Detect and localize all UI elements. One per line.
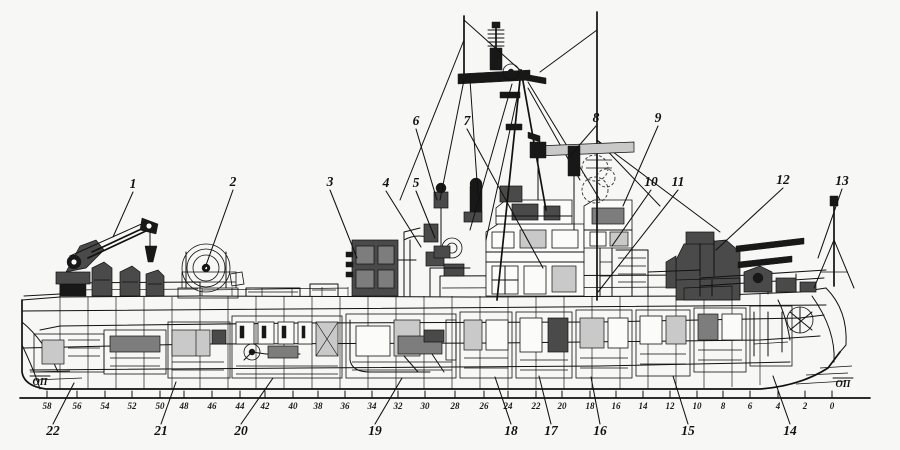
frame-number: 42	[260, 401, 271, 411]
callout-leader-11	[597, 189, 679, 293]
waterline-label-bow: ОП	[836, 379, 852, 390]
callout-leader-16	[590, 376, 601, 425]
callout-number-1: 1	[130, 176, 137, 191]
frame-number: 38	[313, 401, 324, 411]
callout-number-12: 12	[776, 172, 790, 187]
callout-number-7: 7	[464, 113, 472, 128]
bridge-superstructure	[433, 177, 649, 297]
deck-machinery-unit	[345, 239, 417, 297]
stern-crane	[55, 217, 165, 297]
callout-number-22: 22	[45, 423, 60, 438]
callout-number-17: 17	[544, 423, 559, 438]
callouts-bottom: 22 21 20 19 18 17 16 15 14	[45, 375, 797, 438]
callout-leader-12	[715, 187, 784, 251]
callout-leader-9	[622, 125, 659, 207]
frame-number: 46	[207, 401, 218, 411]
frame-number: 8	[721, 401, 726, 411]
callout-number-18: 18	[504, 423, 518, 438]
frame-number: 28	[450, 401, 461, 411]
callout-number-20: 20	[233, 423, 248, 438]
internal-machinery	[33, 305, 793, 379]
frame-number: 48	[179, 401, 190, 411]
frame-number: 20	[557, 401, 568, 411]
callout-leader-3	[329, 189, 358, 259]
frame-number: 52	[128, 401, 138, 411]
callout-number-3: 3	[326, 174, 334, 189]
callout-leader-21	[160, 381, 177, 425]
frame-number: 18	[586, 401, 596, 411]
frame-number: 16	[612, 401, 622, 411]
mast-and-rigging	[399, 11, 721, 301]
frame-number: 22	[531, 401, 542, 411]
callout-number-6: 6	[413, 113, 420, 128]
cargo-boom	[529, 141, 635, 231]
frame-number: 0	[830, 401, 835, 411]
callout-leader-5	[415, 190, 436, 239]
frame-number: 56	[73, 401, 83, 411]
frame-number: 10	[693, 401, 703, 411]
callout-number-14: 14	[783, 423, 797, 438]
callout-number-9: 9	[655, 110, 662, 125]
gun-mount-twin	[665, 231, 805, 301]
callout-leader-4	[385, 190, 422, 248]
callout-number-8: 8	[593, 110, 600, 125]
frame-number: 14	[639, 401, 649, 411]
waterline-op-labels: ОП ОП	[29, 375, 854, 390]
frame-number: 40	[288, 401, 299, 411]
callout-leader-19	[374, 377, 403, 425]
frame-number: 6	[748, 401, 753, 411]
callout-leader-1	[112, 191, 134, 238]
callout-number-5: 5	[413, 175, 420, 190]
callout-leader-10	[611, 189, 652, 247]
callout-leader-20	[240, 377, 274, 425]
callout-leader-18	[494, 376, 512, 425]
callout-number-4: 4	[382, 175, 390, 190]
handrails	[23, 269, 701, 297]
frame-scale-axis	[19, 390, 871, 399]
bow-deck-gear	[699, 195, 855, 341]
frame-number: 24	[503, 401, 514, 411]
callout-number-13: 13	[835, 173, 849, 188]
callout-number-10: 10	[644, 174, 658, 189]
callout-number-19: 19	[368, 423, 382, 438]
frame-number: 54	[101, 401, 111, 411]
callout-number-15: 15	[681, 423, 695, 438]
frame-number: 26	[479, 401, 490, 411]
frame-number: 2	[802, 401, 808, 411]
frame-number: 34	[367, 401, 378, 411]
frame-number: 4	[775, 401, 781, 411]
frame-number: 36	[340, 401, 351, 411]
callout-leader-17	[538, 375, 552, 425]
callout-leader-13	[817, 188, 843, 259]
frame-number: 30	[420, 401, 431, 411]
callout-leader-7	[466, 128, 544, 269]
callout-leader-6	[415, 128, 438, 201]
callout-number-21: 21	[153, 423, 168, 438]
callout-leader-8	[569, 125, 597, 157]
callout-number-11: 11	[672, 174, 685, 189]
callout-number-2: 2	[229, 174, 237, 189]
frame-number: 32	[393, 401, 404, 411]
frame-number: 12	[666, 401, 676, 411]
cable-reel-winch	[177, 243, 245, 299]
frame-number: 44	[235, 401, 246, 411]
callout-leader-14	[772, 375, 791, 425]
waterline-label-stern: ОП	[33, 377, 49, 388]
callout-leader-15	[672, 375, 689, 425]
frame-number: 58	[43, 401, 53, 411]
frame-number: 50	[156, 401, 166, 411]
callout-leader-2	[204, 189, 234, 269]
callout-number-16: 16	[593, 423, 607, 438]
callout-leader-22	[52, 382, 75, 425]
